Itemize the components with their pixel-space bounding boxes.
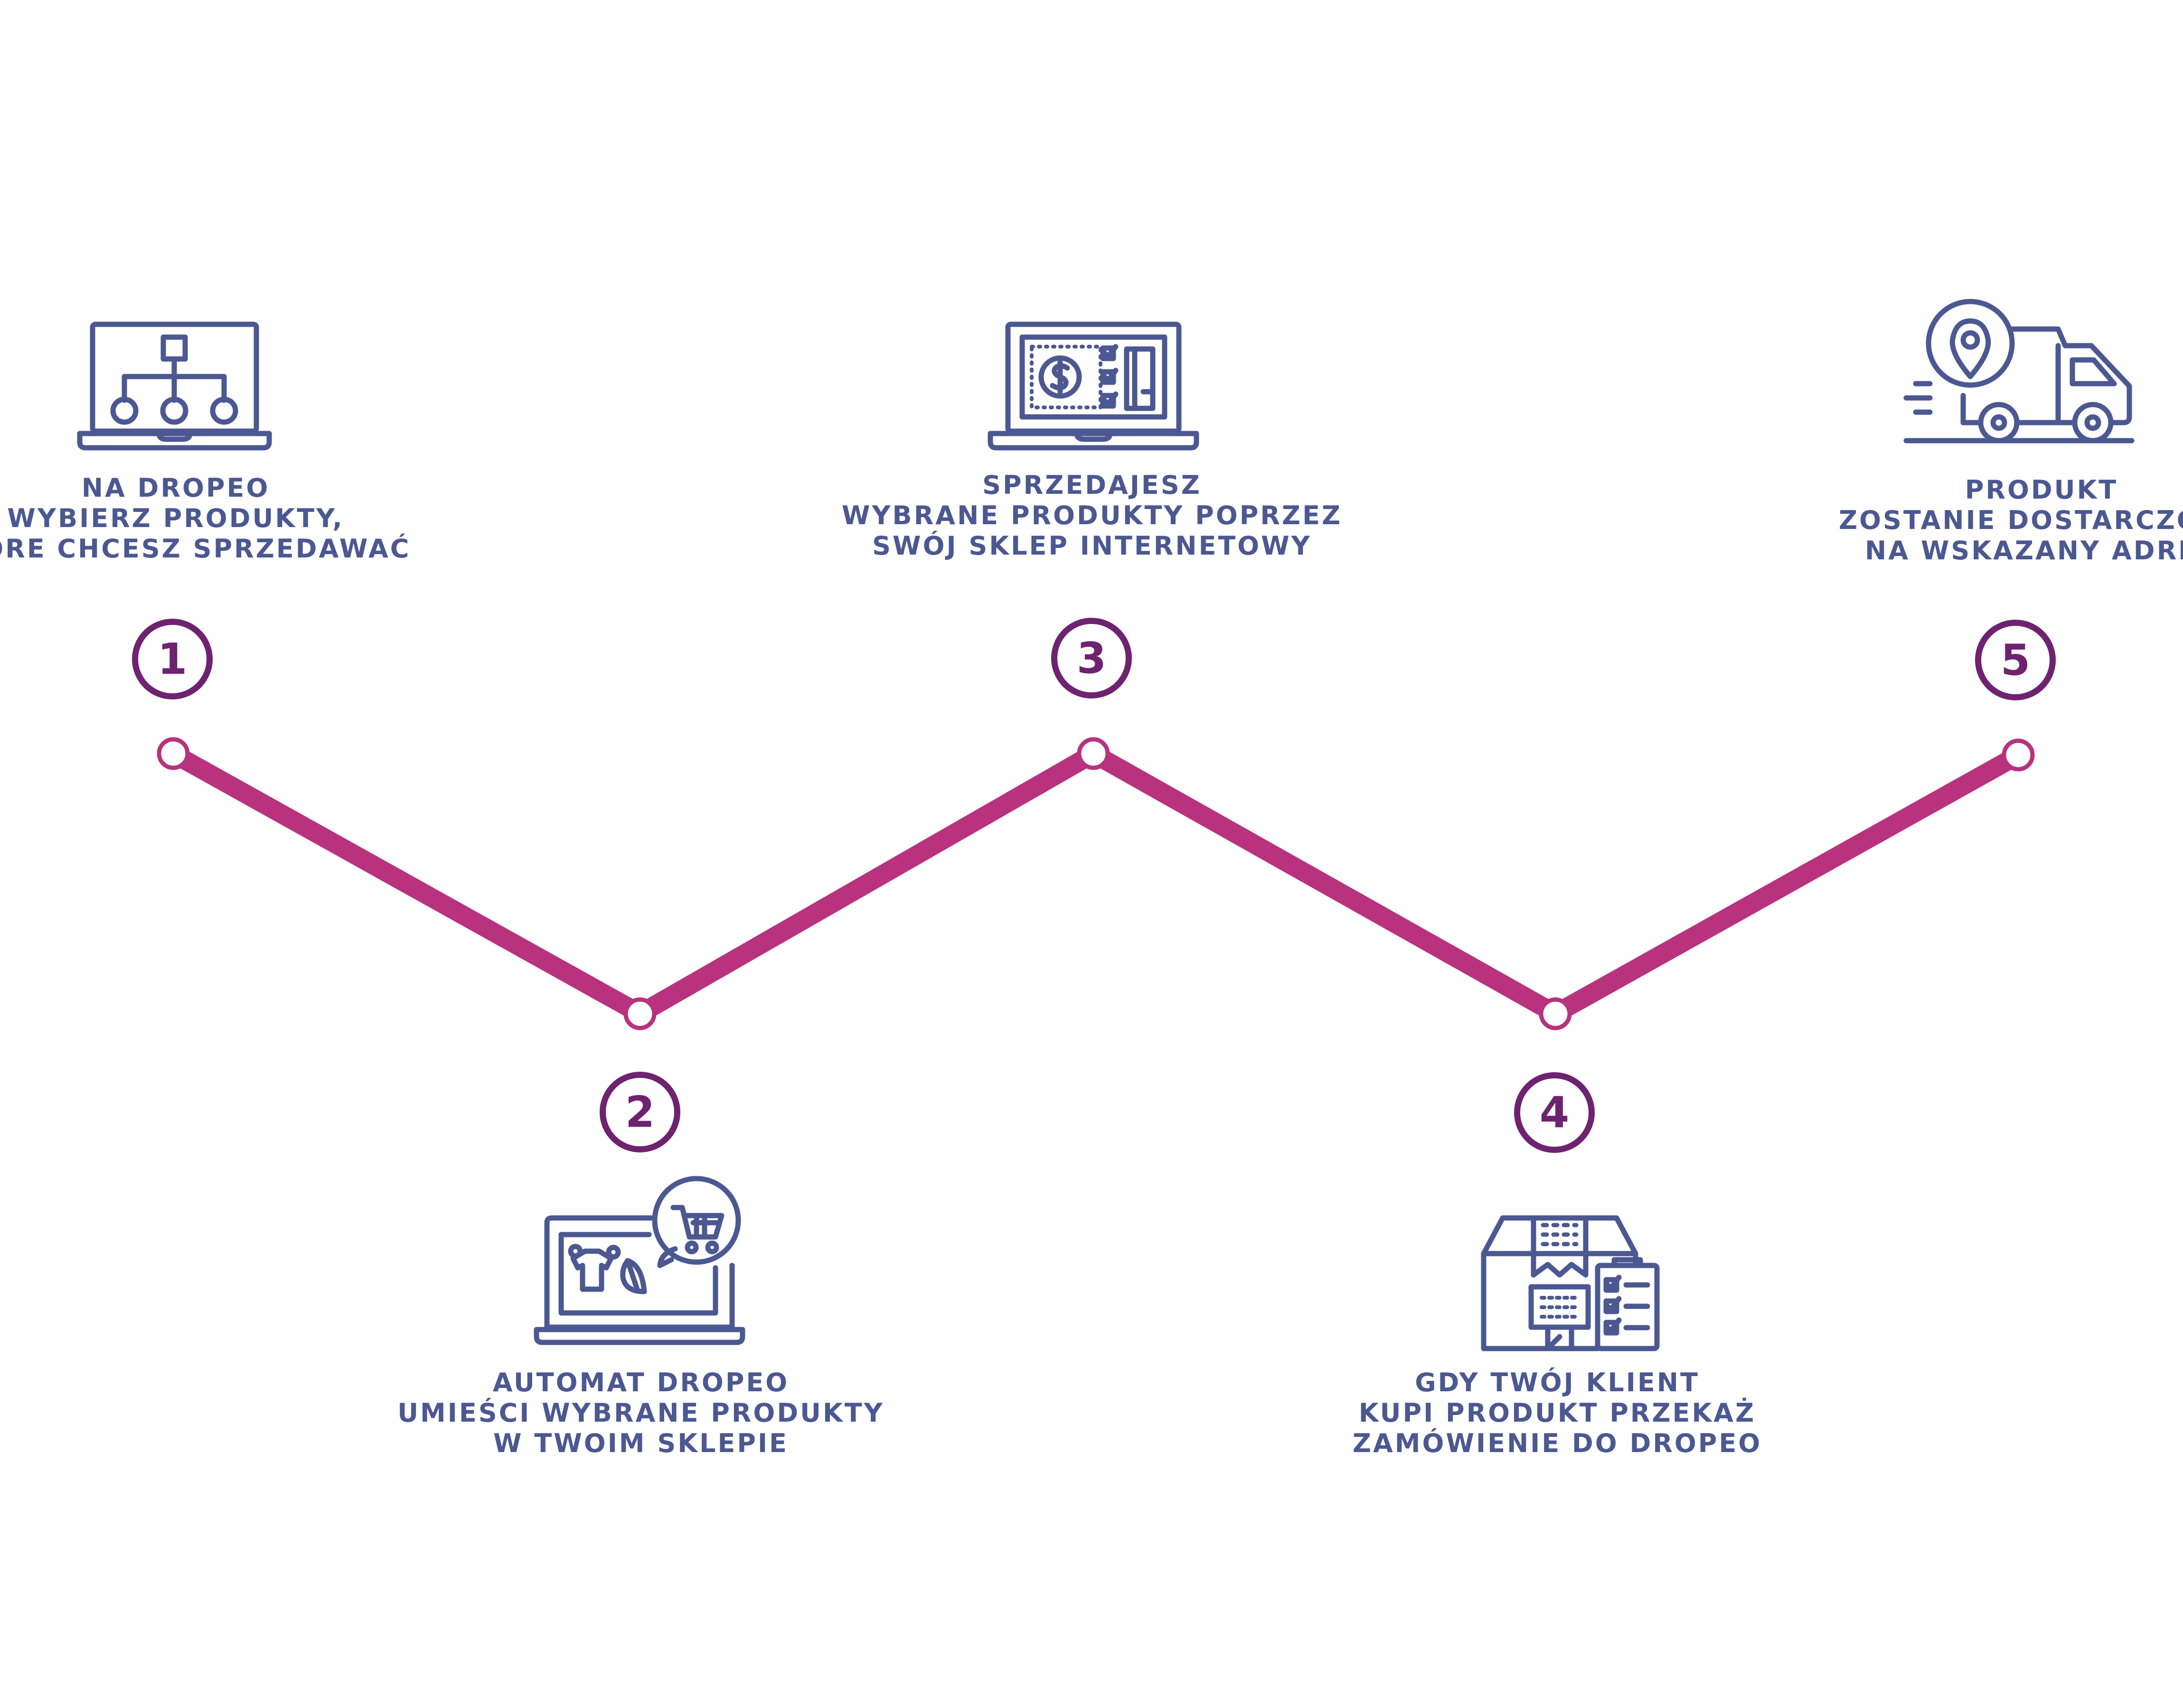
laptop-payment-icon <box>987 321 1200 453</box>
step-3-line-2: WYBRANE PRODUKTY POPRZEZ <box>841 500 1343 530</box>
connector-node-5 <box>2002 738 2035 772</box>
step-5-line-2: ZOSTANIE DOSTARCZONY <box>1839 505 2183 535</box>
step-1-number: 1 <box>157 634 188 684</box>
step-1-description: NA DROPEO WYBIERZ PRODUKTY, KTÓRE CHCESZ… <box>0 473 437 564</box>
step-2-number-badge: 2 <box>600 1072 680 1152</box>
step-4-number-badge: 4 <box>1514 1072 1595 1153</box>
step-3-number-badge: 3 <box>1051 618 1132 698</box>
connector-node-4 <box>1539 997 1572 1030</box>
step-5-number-badge: 5 <box>1975 620 2056 700</box>
step-1-number-badge: 1 <box>132 619 213 699</box>
step-3-line-3: SWÓJ SKLEP INTERNETOWY <box>872 531 1312 561</box>
step-4-description: GDY TWÓJ KLIENT KUPI PRODUKT PRZEKAŻ ZAM… <box>1296 1368 1818 1459</box>
step-1-line-1: NA DROPEO <box>81 473 270 503</box>
step-3-line-1: SPRZEDAJESZ <box>982 470 1202 500</box>
package-checklist-icon <box>1479 1213 1662 1353</box>
step-1-line-2: WYBIERZ PRODUKTY, <box>7 503 344 533</box>
connector-line <box>169 742 2023 1025</box>
step-3-description: SPRZEDAJESZ WYBRANE PRODUKTY POPRZEZ SWÓ… <box>831 470 1353 561</box>
step-4-line-1: GDY TWÓJ KLIENT <box>1415 1368 1700 1397</box>
connector-node-1 <box>157 737 190 770</box>
step-5-description: PRODUKT ZOSTANIE DOSTARCZONY NA WSKAZANY… <box>1780 475 2183 566</box>
step-2-line-3: W TWOIM SKLEPIE <box>493 1428 789 1458</box>
step-1-line-3: KTÓRE CHCESZ SPRZEDAWAĆ <box>0 534 411 564</box>
step-4-number: 4 <box>1539 1087 1570 1138</box>
step-5-line-3: NA WSKAZANY ADRES <box>1865 536 2183 566</box>
step-5-line-1: PRODUKT <box>1965 475 2118 505</box>
laptop-shopping-cart-icon <box>533 1170 746 1349</box>
step-2-description: AUTOMAT DROPEO UMIEŚCI WYBRANE PRODUKTY … <box>380 1368 902 1459</box>
step-4-line-2: KUPI PRODUKT PRZEKAŻ <box>1358 1398 1756 1428</box>
step-5-number: 5 <box>2000 635 2031 685</box>
step-2-number: 2 <box>625 1087 655 1137</box>
connector-node-2 <box>623 997 657 1030</box>
delivery-truck-icon <box>1901 298 2139 455</box>
laptop-sitemap-icon <box>76 321 273 453</box>
step-2-line-2: UMIEŚCI WYBRANE PRODUKTY <box>397 1398 884 1428</box>
connector-node-3 <box>1077 737 1110 770</box>
step-4-line-3: ZAMÓWIENIE DO DROPEO <box>1352 1428 1762 1458</box>
step-2-line-1: AUTOMAT DROPEO <box>492 1368 790 1397</box>
step-3-number: 3 <box>1076 633 1107 683</box>
